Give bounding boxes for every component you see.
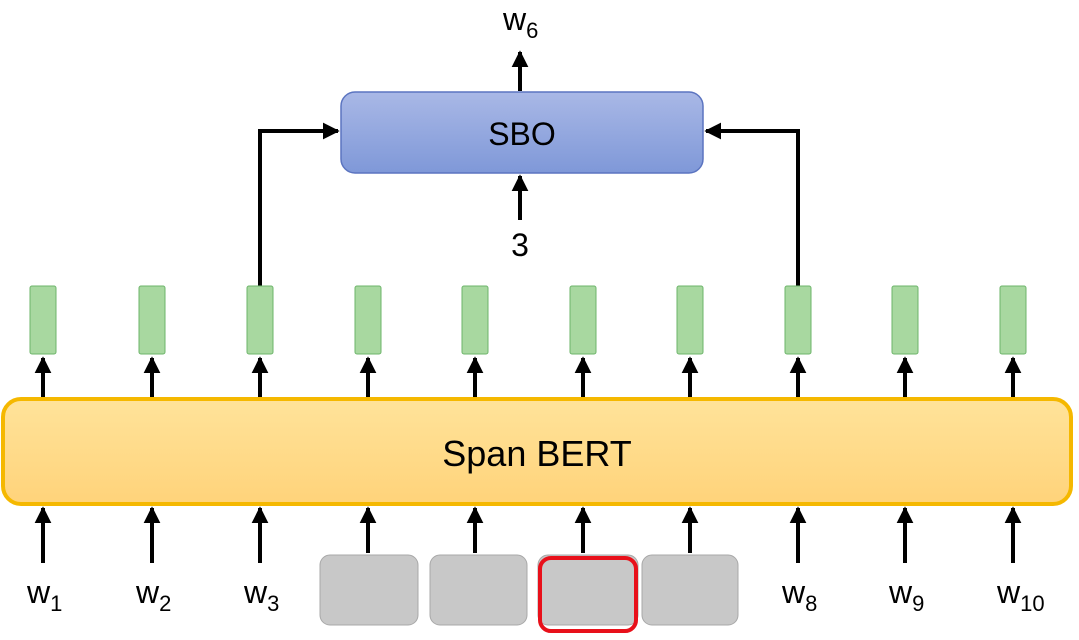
token-main: w <box>26 574 51 610</box>
output-cell <box>676 285 704 355</box>
span-bert-label: Span BERT <box>442 433 631 474</box>
token-subscript: 9 <box>912 591 924 616</box>
token-main: w <box>781 574 806 610</box>
span-bert-encoder: Span BERT <box>1 397 1073 506</box>
output-cell <box>246 285 274 355</box>
token-subscript: 3 <box>267 591 279 616</box>
output-cell <box>461 285 489 355</box>
token-subscript: 2 <box>159 591 171 616</box>
token-main: w <box>996 574 1021 610</box>
sbo-box: SBO <box>340 91 704 174</box>
token-subscript: 10 <box>1020 591 1044 616</box>
token-main: w <box>243 574 268 610</box>
output-cell <box>784 285 812 355</box>
token-subscript: 8 <box>805 591 817 616</box>
masked-token <box>319 554 419 626</box>
output-cell <box>354 285 382 355</box>
position-input-label: 3 <box>511 227 529 263</box>
masked-token <box>641 554 739 626</box>
input-token-label: w1 <box>26 574 62 616</box>
right-boundary-connector <box>704 122 800 286</box>
input-token-label: w9 <box>888 574 924 616</box>
encoder-outputs <box>29 285 1027 397</box>
output-cell <box>138 285 166 355</box>
sbo-label: SBO <box>488 116 556 152</box>
left-boundary-connector <box>258 122 340 286</box>
input-token-label: w2 <box>135 574 171 616</box>
input-token-label: w10 <box>996 574 1045 616</box>
output-cell <box>891 285 919 355</box>
masked-token <box>429 554 528 626</box>
output-cell <box>29 285 57 355</box>
output-token-label: w6 <box>502 1 538 43</box>
highlighted-mask-outline <box>538 556 638 633</box>
output-cell <box>569 285 597 355</box>
output-cell <box>999 285 1027 355</box>
token-main: w <box>888 574 913 610</box>
input-token-label: w3 <box>243 574 279 616</box>
token-main: w <box>135 574 160 610</box>
masked-token <box>537 554 639 626</box>
input-token-label: w8 <box>781 574 817 616</box>
token-subscript: 1 <box>50 591 62 616</box>
